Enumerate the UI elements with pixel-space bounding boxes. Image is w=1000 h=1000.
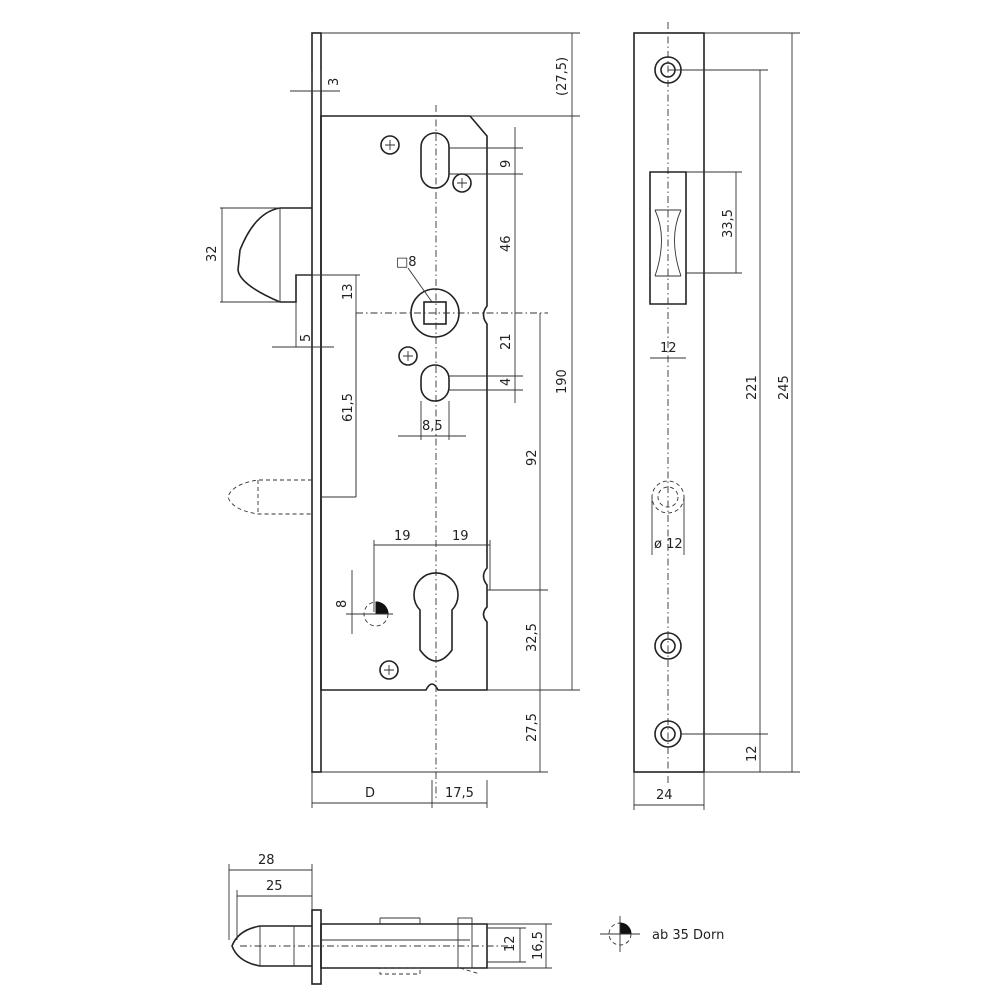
screw-mid (398, 346, 418, 366)
screw-bottom (379, 660, 399, 680)
dim-92: 92 (525, 449, 540, 466)
dim-17-5: 17,5 (445, 786, 474, 801)
lock-case (320, 115, 488, 691)
dorn-symbol-icon (600, 916, 640, 952)
faceplate-side (633, 32, 705, 773)
hook-bolt (237, 207, 312, 303)
screw-top-right (452, 173, 472, 193)
side-dimensions: 33,5 12 221 245 ø 12 12 24 (633, 32, 800, 810)
dim-square-8: □8 (396, 255, 417, 270)
dim-190: 190 (555, 369, 570, 394)
dim-21: 21 (499, 333, 514, 350)
faceplate-hole-mid (654, 632, 682, 660)
dim-8-5: 8,5 (422, 419, 443, 434)
front-dimensions: 3 (27,5) 9 46 32 13 5 □8 21 4 190 (205, 33, 580, 808)
lower-slot (420, 364, 450, 402)
dim-4: 4 (499, 378, 514, 386)
dim-13: 13 (341, 283, 356, 300)
lock-front-view (220, 32, 580, 800)
faceplate (311, 32, 322, 773)
dim-24: 24 (656, 788, 673, 803)
dim-27-5-top: (27,5) (555, 57, 570, 96)
hook-opening (649, 171, 687, 305)
dim-dia-12: ø 12 (654, 537, 683, 552)
dim-32-5: 32,5 (525, 623, 540, 652)
dim-27-5-bottom: 27,5 (525, 713, 540, 742)
dim-33-5: 33,5 (721, 209, 736, 238)
bottom-faceplate (311, 909, 322, 985)
dim-12-side: 12 (660, 341, 677, 356)
dim-D: D (365, 786, 375, 801)
dim-8: 8 (335, 600, 350, 608)
dim-19-left: 19 (394, 529, 411, 544)
cylinder-cutout (413, 572, 459, 662)
lock-bottom-view (231, 909, 512, 985)
dim-19-right: 19 (452, 529, 469, 544)
dim-245: 245 (777, 375, 792, 400)
dim-12-front: 12 (503, 935, 518, 952)
bottom-latch (231, 925, 312, 967)
dim-46: 46 (499, 235, 514, 252)
upper-slot (420, 132, 450, 189)
dim-3: 3 (327, 78, 342, 86)
dorn-legend: ab 35 Dorn (600, 916, 724, 952)
bottom-dimensions: 28 25 12 16,5 (228, 853, 552, 969)
dim-28: 28 (258, 853, 275, 868)
screw-top-left (380, 135, 400, 155)
dim-221: 221 (745, 375, 760, 400)
faceplate-side-view (633, 22, 705, 785)
dim-12-bottom: 12 (745, 745, 760, 762)
legend-text: ab 35 Dorn (652, 928, 724, 943)
dim-25: 25 (266, 879, 283, 894)
dim-61-5: 61,5 (341, 393, 356, 422)
latch-bolt-hidden (227, 479, 312, 515)
dim-9: 9 (499, 160, 514, 168)
dim-32: 32 (205, 245, 220, 262)
dim-16-5: 16,5 (531, 931, 546, 960)
dim-5: 5 (299, 334, 314, 342)
